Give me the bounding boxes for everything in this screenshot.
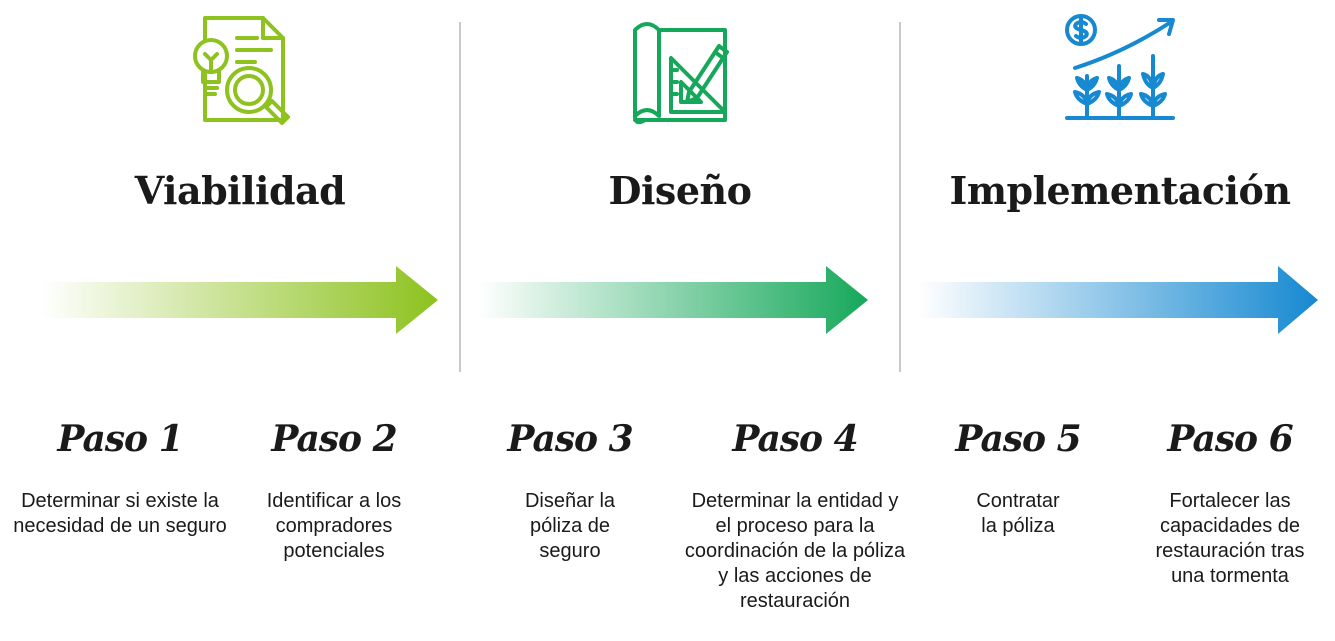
phase-divider <box>899 22 901 372</box>
blueprint-pencil-ruler-icon <box>633 22 729 125</box>
step-description: Determinar la entidad y el proceso para … <box>684 490 906 612</box>
phase-title: Viabilidad <box>134 168 346 213</box>
phase-arrow <box>40 266 438 334</box>
phase-title: Implementación <box>949 168 1291 213</box>
document-lightbulb-magnifier-icon <box>193 16 290 125</box>
step-description: Determinar si existe la necesidad de un … <box>13 490 227 537</box>
phase-diseno: Diseño <box>470 0 890 360</box>
step-title: Paso 3 <box>507 418 633 460</box>
step-3: Paso 3 Diseñar la póliza de seguro <box>460 415 680 564</box>
step-title: Paso 1 <box>57 418 183 460</box>
dollar-growth-plants-icon <box>1065 14 1175 120</box>
step-title: Paso 2 <box>271 418 397 460</box>
step-2: Paso 2 Identificar a los compradores pot… <box>234 415 434 564</box>
phase-divider <box>459 22 461 372</box>
phase-viabilidad: Viabilidad <box>30 0 450 360</box>
step-description: Fortalecer las capacidades de restauraci… <box>1155 490 1305 587</box>
step-title: Paso 6 <box>1167 418 1293 460</box>
step-title: Paso 5 <box>955 418 1081 460</box>
step-4: Paso 4 Determinar la entidad y el proces… <box>684 415 906 614</box>
step-5: Paso 5 Contratar la póliza <box>908 415 1128 539</box>
step-description: Identificar a los compradores potenciale… <box>266 490 402 562</box>
phase-title: Diseño <box>608 168 752 213</box>
phase-implementacion: Implementación <box>910 0 1330 360</box>
step-6: Paso 6 Fortalecer las capacidades de res… <box>1130 415 1330 589</box>
phase-arrow <box>478 266 868 334</box>
phase-arrow <box>918 266 1318 334</box>
step-description: Contratar la póliza <box>976 490 1060 537</box>
step-description: Diseñar la póliza de seguro <box>524 490 616 562</box>
step-title: Paso 4 <box>732 418 858 460</box>
step-1: Paso 1 Determinar si existe la necesidad… <box>10 415 230 539</box>
